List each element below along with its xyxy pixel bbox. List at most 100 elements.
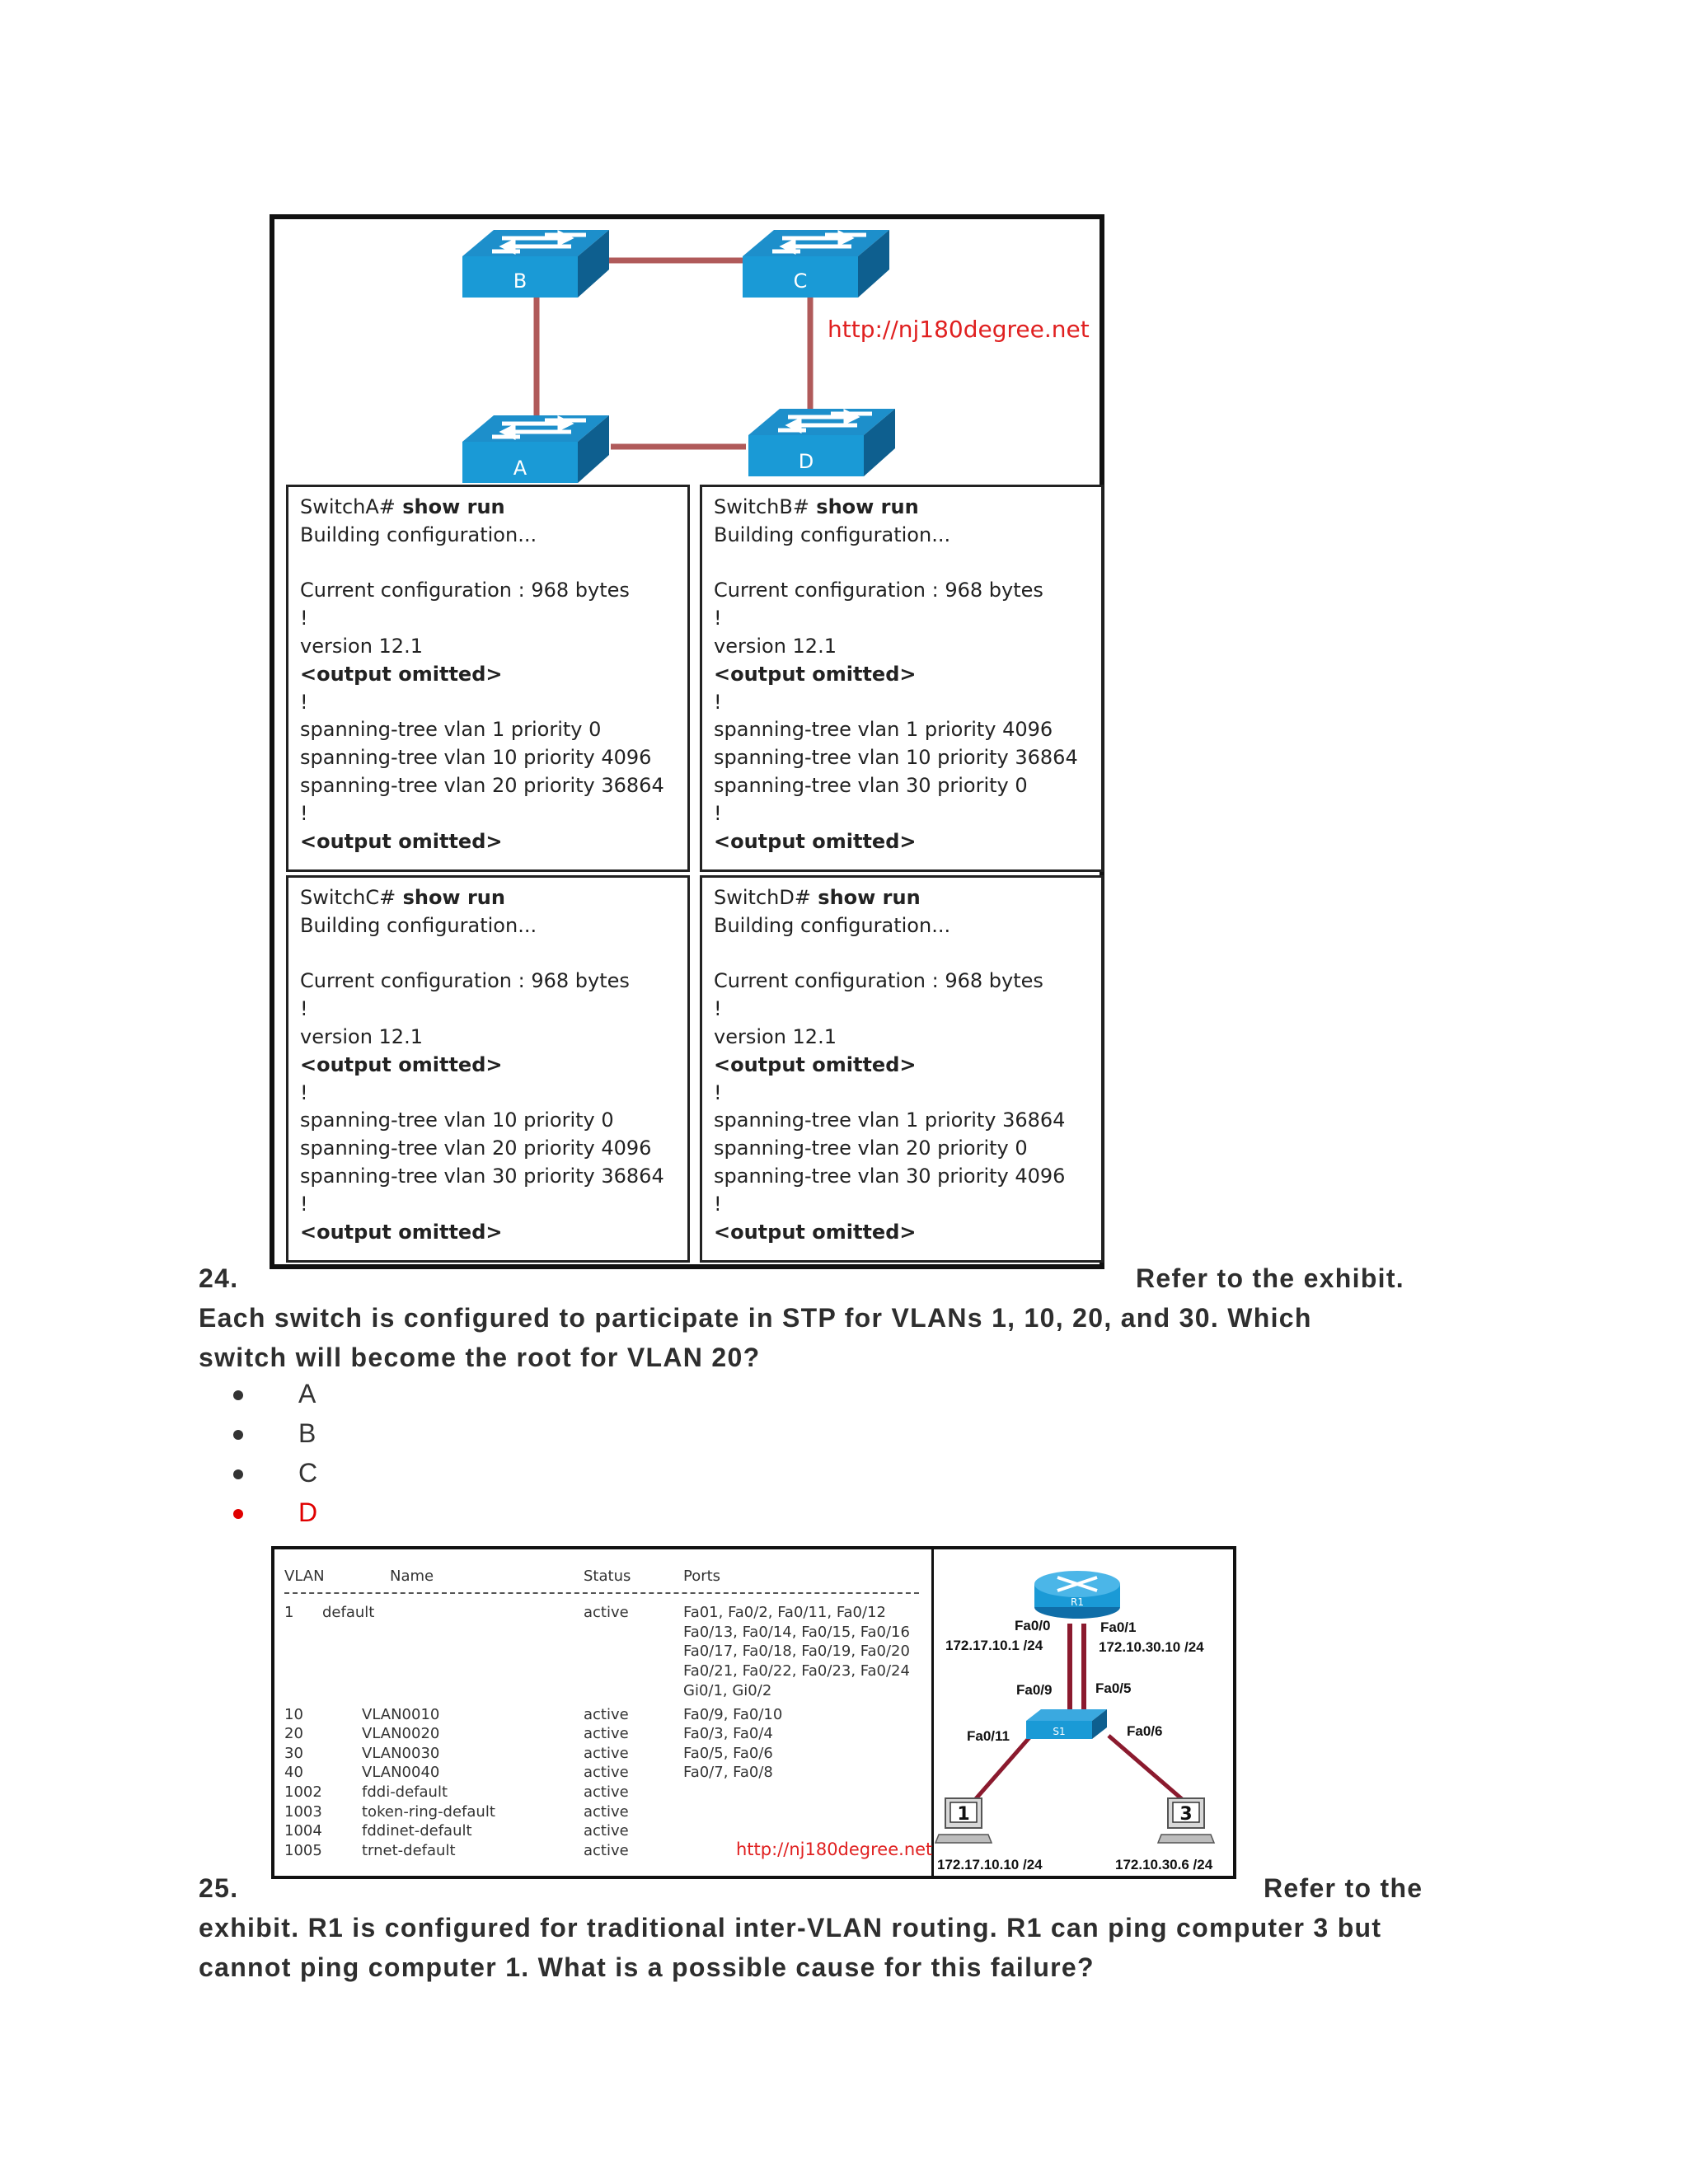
config-line: ! xyxy=(714,607,722,630)
config-switch-a: SwitchA# show run Building configuration… xyxy=(286,485,690,872)
col-header-ports: Ports xyxy=(683,1568,721,1585)
switch-s1: S1 xyxy=(1026,1709,1107,1739)
config-line xyxy=(714,940,1090,968)
exhibit-stp: B C A D http://nj180degree.net SwitchA# … xyxy=(270,214,1104,1269)
header-divider xyxy=(284,1592,919,1594)
bullet-icon xyxy=(233,1469,243,1479)
table-cell: trnet-default xyxy=(362,1842,456,1859)
r1-fa00-label: Fa0/0 xyxy=(1015,1618,1050,1633)
pc-1: 1 xyxy=(934,1797,993,1844)
switch-c-label: C xyxy=(794,269,808,293)
config-line: ! xyxy=(300,1192,308,1216)
config-line: ! xyxy=(714,690,722,714)
cli-command: show run xyxy=(809,495,919,518)
s1-fa05-label: Fa0/5 xyxy=(1095,1680,1131,1696)
cli-command: show run xyxy=(396,886,505,909)
table-cell: active xyxy=(584,1706,629,1723)
config-switch-c: SwitchC# show run Building configuration… xyxy=(286,875,690,1263)
pc-3-label: 3 xyxy=(1179,1804,1192,1825)
config-line: version 12.1 xyxy=(714,1024,837,1048)
s1-fa09-label: Fa0/9 xyxy=(1016,1682,1052,1698)
stp-line: spanning-tree vlan 1 priority 36864 xyxy=(714,1108,1066,1132)
table-cell: fddinet-default xyxy=(362,1822,472,1840)
table-cell: Fa0/3, Fa0/4 xyxy=(683,1725,773,1742)
link-s1-pc3 xyxy=(1107,1734,1195,1811)
config-line xyxy=(300,940,676,968)
output-omitted: <output omitted> xyxy=(714,662,917,686)
question-24-line-1: Refer to the exhibit. xyxy=(1136,1263,1405,1293)
config-line: ! xyxy=(300,997,308,1021)
inter-vlan-topology-diagram: R1 S1 1 3 Fa0/0 172.17.10.1 /24 Fa0/1 1 xyxy=(934,1571,1216,1872)
cli-command: show run xyxy=(810,886,921,909)
stp-line: spanning-tree vlan 20 priority 4096 xyxy=(300,1137,652,1160)
question-24-line-3: switch will become the root for VLAN 20? xyxy=(199,1343,761,1372)
table-cell: 1002 xyxy=(284,1783,322,1801)
table-cell: 1 xyxy=(284,1604,294,1621)
question-25-line-3: cannot ping computer 1. What is a possib… xyxy=(199,1952,1095,1982)
stp-line: spanning-tree vlan 10 priority 36864 xyxy=(714,746,1078,770)
config-line: ! xyxy=(300,690,308,714)
table-cell: Fa0/17, Fa0/18, Fa0/19, Fa0/20 xyxy=(683,1643,910,1660)
table-cell: Gi0/1, Gi0/2 xyxy=(683,1682,772,1699)
stp-line: spanning-tree vlan 30 priority 0 xyxy=(714,773,1028,797)
switch-label: S1 xyxy=(1053,1726,1065,1737)
switch-b-label: B xyxy=(513,269,527,293)
switch-d-label: D xyxy=(799,450,814,473)
option-label: D xyxy=(298,1497,318,1527)
table-cell: VLAN0010 xyxy=(362,1706,440,1723)
table-cell: active xyxy=(584,1803,629,1821)
cli-prompt: SwitchB# xyxy=(714,495,809,518)
config-line: Current configuration : 968 bytes xyxy=(300,579,630,602)
config-line: ! xyxy=(714,1192,722,1216)
watermark-url: http://nj180degree.net xyxy=(828,316,1090,343)
config-line: Building configuration... xyxy=(300,913,537,937)
table-cell: Fa0/21, Fa0/22, Fa0/23, Fa0/24 xyxy=(683,1662,910,1680)
table-cell: Fa0/13, Fa0/14, Fa0/15, Fa0/16 xyxy=(683,1624,910,1641)
option-label: B xyxy=(298,1418,316,1448)
table-cell: Fa01, Fa0/2, Fa0/11, Fa0/12 xyxy=(683,1604,886,1621)
config-line xyxy=(714,550,1090,578)
table-cell: 30 xyxy=(284,1745,303,1762)
pc-3-ip: 172.10.30.6 /24 xyxy=(1115,1857,1213,1872)
stp-topology-diagram: B C A D http://nj180degree.net xyxy=(274,219,1090,483)
cli-command: show run xyxy=(395,495,505,518)
table-cell: 1004 xyxy=(284,1822,322,1840)
bullet-icon xyxy=(233,1430,243,1440)
table-cell: active xyxy=(584,1822,629,1840)
question-25-number: 25. xyxy=(199,1873,239,1903)
table-cell: Fa0/5, Fa0/6 xyxy=(683,1745,773,1762)
config-line: version 12.1 xyxy=(300,634,423,658)
stp-line: spanning-tree vlan 20 priority 0 xyxy=(714,1137,1028,1160)
output-omitted: <output omitted> xyxy=(300,1052,503,1076)
table-cell: active xyxy=(584,1842,629,1859)
cli-prompt: SwitchD# xyxy=(714,886,811,909)
r1-fa01-ip: 172.10.30.10 /24 xyxy=(1099,1639,1204,1655)
config-line: Building configuration... xyxy=(300,523,537,546)
config-line: ! xyxy=(714,997,722,1021)
watermark-url: http://nj180degree.net xyxy=(736,1840,933,1859)
table-cell: 40 xyxy=(284,1764,303,1781)
option-label: A xyxy=(298,1379,316,1408)
switch-d: D xyxy=(748,409,895,476)
stp-line: spanning-tree vlan 1 priority 4096 xyxy=(714,718,1053,742)
config-line: ! xyxy=(300,1080,308,1104)
table-cell: 1005 xyxy=(284,1842,322,1859)
table-cell: token-ring-default xyxy=(362,1803,495,1821)
pc-1-label: 1 xyxy=(957,1804,969,1825)
stp-line: spanning-tree vlan 30 priority 36864 xyxy=(300,1164,664,1188)
pc-3: 3 xyxy=(1156,1797,1216,1844)
config-line: ! xyxy=(714,801,722,825)
config-line: Current configuration : 968 bytes xyxy=(714,579,1043,602)
output-omitted: <output omitted> xyxy=(714,829,917,853)
config-line xyxy=(300,550,676,578)
question-24-number: 24. xyxy=(199,1263,239,1293)
config-line: Current configuration : 968 bytes xyxy=(300,969,630,993)
config-line: ! xyxy=(300,801,308,825)
cli-prompt: SwitchC# xyxy=(300,886,396,909)
vlan-table: VLAN Name Status Ports 1 default active … xyxy=(274,1549,934,1876)
question-25-line-1: Refer to the xyxy=(1264,1873,1423,1903)
table-cell: fddi-default xyxy=(362,1783,448,1801)
table-cell: 1003 xyxy=(284,1803,322,1821)
router-r1: R1 xyxy=(1034,1571,1120,1619)
output-omitted: <output omitted> xyxy=(300,1220,503,1244)
